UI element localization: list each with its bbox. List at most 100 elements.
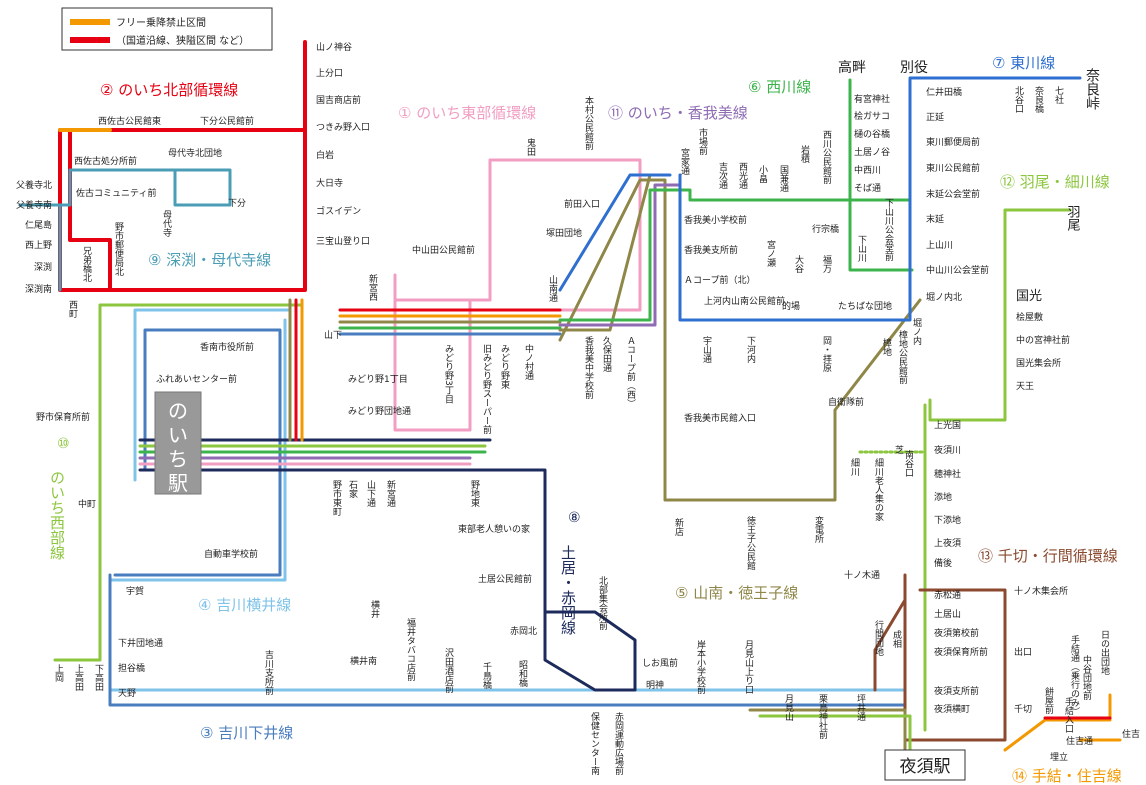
stop-label: 日の出団地	[1099, 630, 1110, 675]
stop-label: 芝	[893, 444, 904, 455]
stop-label: 野市保育所前	[36, 411, 90, 423]
stop-label: 深渕	[34, 261, 52, 273]
stop-label: 大日寺	[316, 177, 343, 189]
stop-label: 香我美小学校前	[684, 214, 747, 226]
stop-label: 国光集会所	[1016, 357, 1061, 369]
stop-label: 七社	[1053, 86, 1064, 105]
line-label-14: ⑭ 手結・住吉線	[1012, 767, 1122, 785]
stop-label: Ａコープ前（北）	[684, 274, 755, 286]
stop-label: 保健センター南	[589, 711, 600, 775]
line-label-6: ⑥ 西川線	[748, 78, 811, 96]
stop-label: 中ノ村通	[523, 343, 534, 381]
stop-label: 備後	[934, 557, 952, 569]
line-label-8-num: ⑧	[568, 510, 581, 526]
stop-label: 上光国	[934, 419, 961, 431]
stop-label: Ａコープ前（西）	[625, 336, 636, 408]
stop-label: 南谷口	[903, 449, 914, 477]
line-label-7: ⑦ 東川線	[992, 54, 1055, 72]
stop-label: 東川郵便局前	[926, 136, 980, 148]
stop-label: 上岡	[53, 664, 64, 683]
stop-label: 徳王子公民館	[745, 515, 756, 571]
stop-label: 埋立	[1050, 751, 1068, 763]
line-label-9: ⑨ 深渕・母代寺線	[148, 251, 271, 269]
stop-label: 西町	[67, 300, 78, 318]
stop-label: 高畔	[838, 59, 866, 76]
stop-label: 宇賀	[126, 585, 144, 597]
stop-label: 国光	[1016, 289, 1042, 304]
stop-label: 岡・拝原	[821, 336, 832, 372]
stop-label: 餅屋前	[1043, 686, 1054, 715]
stop-label: 手結入口	[1063, 696, 1074, 733]
stop-label: 野市東町	[331, 480, 342, 516]
stop-label: 福万	[821, 254, 832, 274]
line-label-13: ⑬ 千切・行間循環線	[978, 547, 1118, 565]
stop-label: 穂神社	[934, 468, 961, 480]
yasu-station[interactable]: 夜須駅	[885, 750, 965, 780]
legend-label: （国道沿線、狭隘区間 など）	[116, 34, 249, 47]
svg-text:夜須駅: 夜須駅	[900, 757, 951, 777]
stop-label: 福井タバコ店前	[405, 617, 416, 682]
stop-label: つきみ野入口	[316, 122, 370, 133]
stop-label: 横井	[369, 599, 380, 619]
stop-label: 桧ガサコ	[854, 110, 890, 122]
stop-label: 自動車学校前	[204, 548, 258, 560]
stop-label: 下分公民館前	[200, 115, 254, 127]
stop-label: 香南市役所前	[200, 341, 254, 353]
stop-label: 末延	[926, 213, 944, 225]
line-label-10-num: ⑩	[57, 436, 70, 452]
stop-label: 夜須第校前	[934, 627, 979, 639]
stop-label: 中町	[78, 498, 96, 510]
stop-label: 仁井田橋	[926, 86, 962, 98]
stop-label: 堀ノ内北	[926, 291, 962, 303]
stop-label: 山南通	[547, 275, 558, 303]
stop-label: 兄弟橋北	[81, 246, 92, 283]
stop-label: 下山川	[856, 235, 867, 262]
route-line-1	[395, 160, 640, 430]
stop-label: みどり野東	[499, 344, 510, 390]
stop-label: 夜須横町	[934, 703, 970, 715]
stop-label: 岸本小学校前	[695, 640, 706, 695]
stop-label: 中西川	[854, 164, 881, 176]
stop-label: 野地東	[469, 480, 480, 508]
stop-label: 中谷団地前	[1081, 654, 1092, 701]
stop-label: 白岩	[316, 149, 334, 161]
stop-label: 正延	[926, 111, 944, 123]
stop-label: 的場	[782, 300, 800, 312]
stop-label: 自衛隊前	[828, 396, 864, 408]
line-label-3: ③ 吉川下井線	[200, 724, 293, 742]
line-label-4: ④ 吉川横井線	[198, 596, 291, 614]
stop-label: 中山田公民館前	[412, 244, 475, 256]
stop-label: 山ノ神谷	[316, 41, 352, 53]
stop-label: 塚田団地	[546, 227, 582, 239]
stop-label: 西佐古処分所前	[74, 155, 137, 167]
stop-label: しお風前	[642, 657, 678, 669]
stop-label: 大谷	[793, 254, 804, 274]
svg-text:い: い	[168, 423, 188, 447]
stop-label: たちばな団地	[838, 300, 892, 312]
stop-label: 夜須川	[934, 444, 961, 456]
stop-label: 別役	[900, 60, 928, 76]
stop-label: 夜須保育所前	[934, 646, 988, 658]
stop-label: 上高田	[73, 664, 84, 692]
legend: フリー乗降禁止区間 （国道沿線、狭隘区間 など）	[62, 8, 272, 50]
stop-label: 下河内	[745, 336, 756, 364]
stop-label: 行宗橋	[812, 223, 839, 235]
stop-label: 千鳥橋	[481, 662, 492, 690]
stop-label: 沢田酒店前	[443, 647, 454, 694]
stop-label: 夜須支所前	[934, 685, 979, 697]
stop-label: そば通	[854, 183, 881, 194]
stop-label: 山下通	[365, 480, 376, 508]
stop-label: 国吉商店前	[316, 94, 361, 106]
stop-label: 奈良橋	[1033, 85, 1044, 114]
stop-label: 下分	[228, 198, 246, 209]
stop-label: 深渕南	[25, 283, 52, 295]
stop-label: 野市郵便局北	[113, 222, 124, 277]
line-label-8: 土居・赤岡線	[559, 545, 577, 635]
stop-label: 旧みどり野スーパー前	[481, 344, 492, 435]
noichi-station[interactable]: の い ち 駅	[155, 392, 201, 495]
stop-label: 十ノ木集会所	[1014, 585, 1068, 597]
stop-label: 出口	[1014, 646, 1032, 658]
stop-label: 月見山	[783, 694, 794, 721]
stop-label: 宮ノ瀬	[765, 239, 776, 268]
